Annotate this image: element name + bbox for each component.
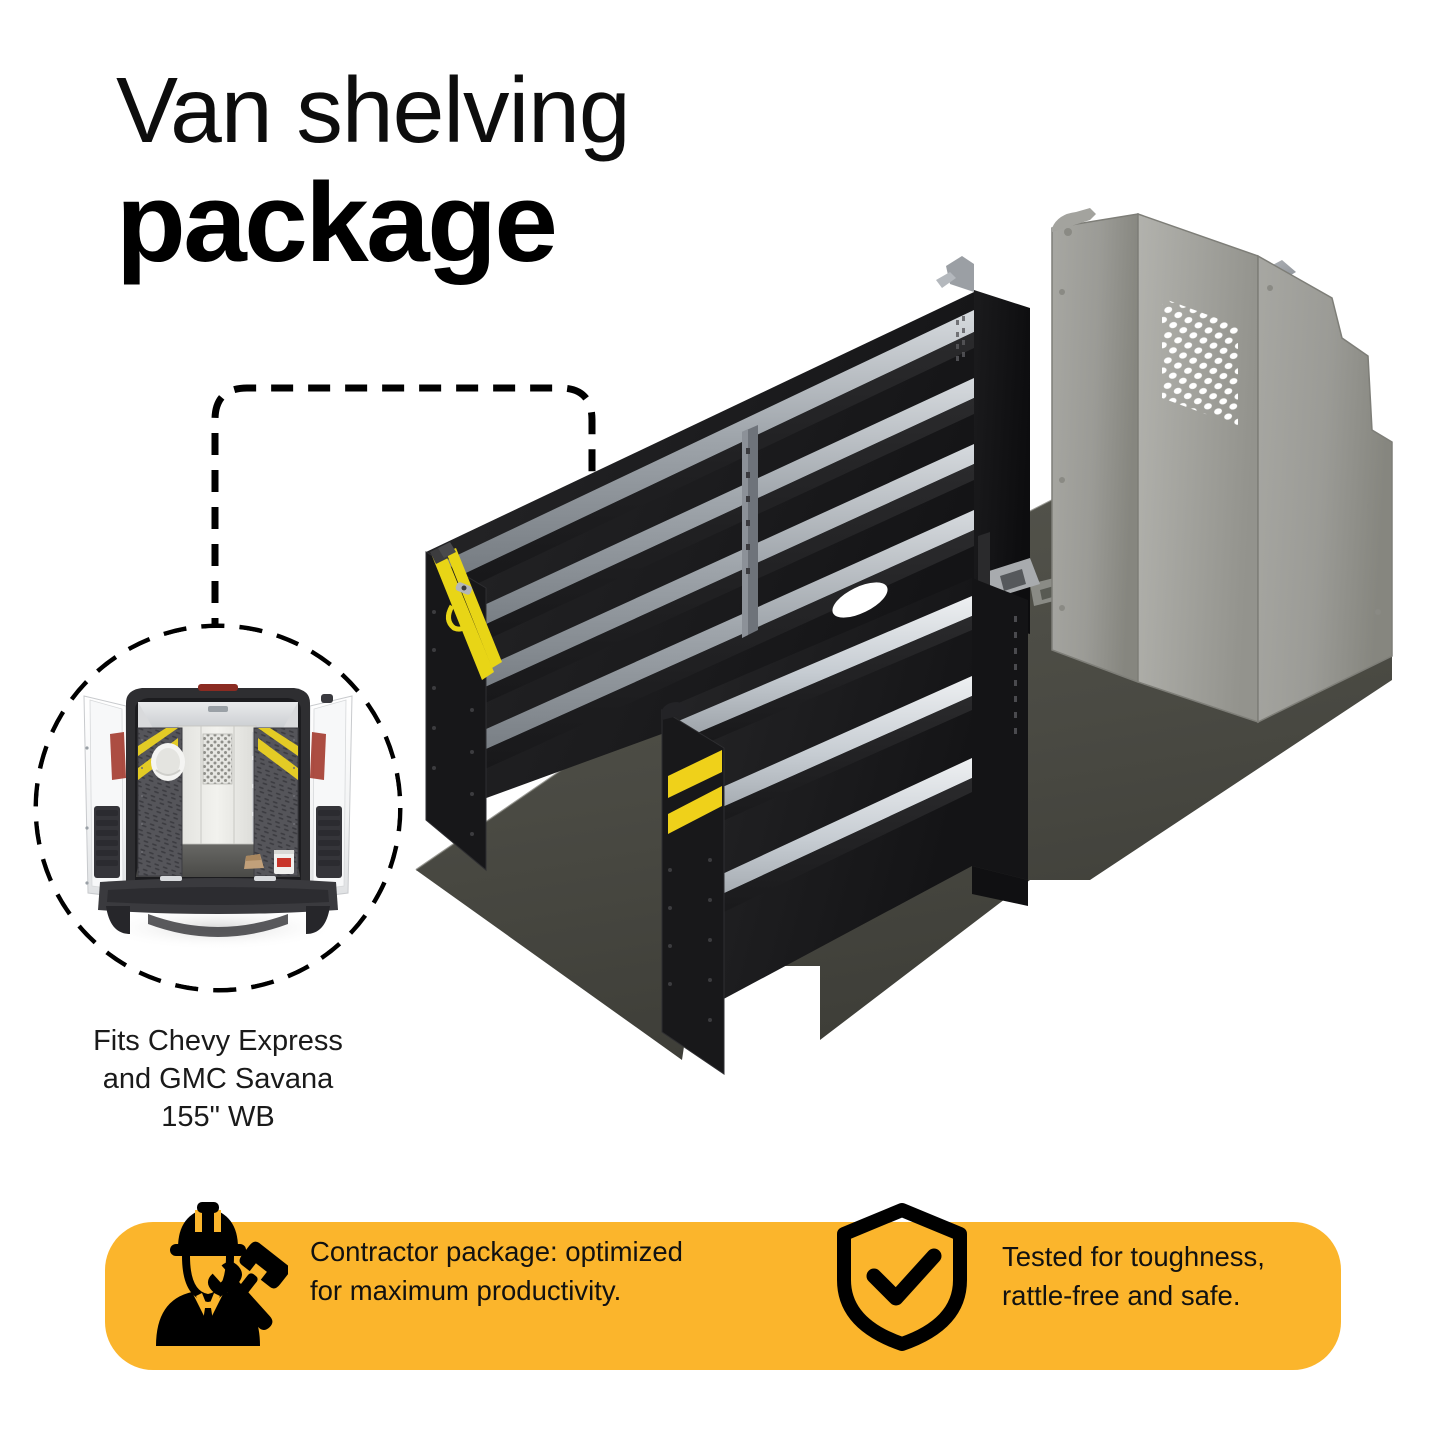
van-right-door (307, 694, 353, 899)
front-shelving-unit (661, 578, 1028, 1075)
van-shelving-package-illustration (415, 208, 1393, 1075)
fits-caption-line-1: Fits Chevy Express (93, 1025, 343, 1057)
van-rear-bumper (98, 876, 338, 914)
page-title: Van shelving package (116, 58, 631, 282)
contractor-worker-tools-icon (156, 1202, 288, 1346)
fits-caption-line-3: 155" WB (161, 1101, 275, 1133)
fits-caption-line-2: and GMC Savana (102, 1063, 334, 1095)
feature-tested: Tested for toughness, rattle-free and sa… (828, 1200, 1265, 1352)
left-end-panel (137, 727, 185, 877)
rear-unit-left-end-panel (425, 542, 502, 872)
van-rear-open-doors-icon (38, 628, 398, 988)
van-wheels (106, 906, 330, 937)
title-line-2: package (116, 160, 558, 285)
feature-tested-text: Tested for toughness, rattle-free and sa… (1002, 1241, 1265, 1311)
van-inset-photo (38, 628, 398, 988)
bulkhead-partition (1051, 208, 1393, 724)
feature-banner (105, 1222, 1341, 1370)
fits-caption: Fits Chevy Express and GMC Savana 155" W… (28, 1022, 408, 1136)
cargo-floor-items (244, 850, 294, 874)
title-line-1: Van shelving (116, 58, 631, 162)
yellow-safety-strap (430, 542, 502, 680)
rear-shelving-unit (425, 256, 1040, 872)
front-unit-left-end-panel (661, 702, 725, 1075)
shield-check-icon (837, 1203, 967, 1351)
van-left-door (83, 695, 129, 899)
feature-contractor: Contractor package: optimized for maximu… (148, 1196, 683, 1346)
van-cargo-interior (136, 702, 300, 877)
feature-contractor-text: Contractor package: optimized for maximu… (310, 1236, 683, 1306)
